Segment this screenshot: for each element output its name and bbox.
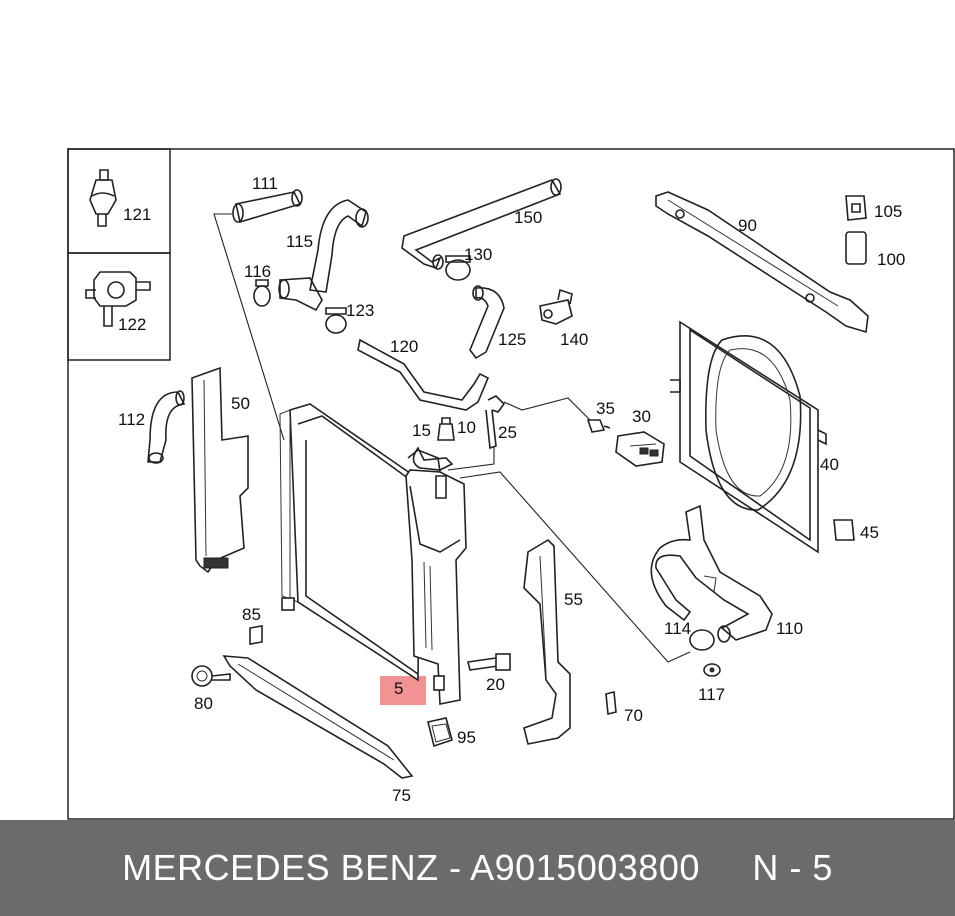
- parts-diagram: 121 122 111 115 116 123 150 130 125 120 …: [67, 148, 955, 820]
- label-150: 150: [514, 208, 542, 227]
- part-70-clip: [605, 690, 617, 716]
- label-125: 125: [498, 330, 526, 349]
- part-130-clamp: [445, 255, 471, 281]
- label-25: 25: [498, 423, 517, 442]
- part-100-pad: [845, 231, 867, 265]
- label-95: 95: [457, 728, 476, 747]
- label-112: 112: [118, 410, 145, 429]
- part-123-clamp: [325, 307, 347, 334]
- part-10-cap: [437, 417, 455, 441]
- label-121: 121: [123, 205, 151, 224]
- part-117-clamp: [703, 663, 721, 677]
- label-15: 15: [412, 421, 431, 440]
- part-5-tank: [405, 449, 467, 705]
- label-40: 40: [820, 455, 839, 474]
- inset-box-122: [67, 252, 171, 361]
- part-120-pipe: [357, 338, 490, 411]
- part-85-clip: [249, 625, 263, 645]
- label-130: 130: [464, 245, 492, 264]
- label-75: 75: [392, 786, 411, 805]
- part-number-banner: MERCEDES BENZ - A9015003800 N - 5: [0, 820, 955, 916]
- label-80: 80: [194, 694, 213, 713]
- label-140: 140: [560, 330, 588, 349]
- label-123: 123: [346, 301, 374, 320]
- label-35: 35: [596, 399, 615, 418]
- part-50-side-shroud: [191, 366, 249, 574]
- part-116-clamp: [253, 279, 271, 307]
- label-10: 10: [457, 418, 476, 437]
- part-105-clip: [845, 195, 867, 221]
- label-111: 111: [252, 174, 278, 193]
- label-120: 120: [390, 337, 418, 356]
- part-80-bolt: [191, 665, 231, 687]
- part-114-clamp: [689, 629, 715, 651]
- label-30: 30: [632, 407, 651, 426]
- part-95-mount: [427, 717, 453, 748]
- inset-box-121: [67, 148, 171, 254]
- label-114: 114: [664, 619, 691, 638]
- label-117: 117: [698, 685, 725, 704]
- label-50: 50: [231, 394, 250, 413]
- part-125-hose: [469, 285, 505, 360]
- leader-25: [447, 446, 495, 471]
- part-122-connector: [85, 271, 151, 327]
- label-70: 70: [624, 706, 643, 725]
- part-45-clip: [833, 519, 855, 541]
- label-122: 122: [118, 315, 146, 334]
- part-112-hose: [147, 390, 186, 464]
- part-75-lower-cover: [222, 655, 414, 779]
- part-121-clamp: [89, 169, 117, 227]
- part-20-sensor: [467, 653, 511, 671]
- label-115: 115: [286, 232, 313, 251]
- label-100: 100: [877, 250, 905, 269]
- part-30-switch: [615, 431, 665, 467]
- leader-111: [213, 213, 285, 441]
- leader-114: [459, 471, 691, 663]
- part-40-fan-shroud: [670, 320, 827, 554]
- part-140-clip: [539, 288, 573, 325]
- label-85: 85: [242, 605, 261, 624]
- label-110: 110: [776, 619, 803, 638]
- part-25-pipe: [485, 395, 591, 450]
- label-5: 5: [394, 679, 403, 698]
- label-116: 116: [244, 262, 271, 281]
- part-55-side-shroud: [523, 538, 571, 745]
- label-55: 55: [564, 590, 583, 609]
- part-90-bracket: [655, 191, 869, 334]
- part-35-sensor: [586, 419, 611, 433]
- label-90: 90: [738, 216, 757, 235]
- part-115-hose: [278, 199, 369, 312]
- part-111-hose: [232, 189, 303, 224]
- label-105: 105: [874, 202, 902, 221]
- part-150-hose: [401, 178, 562, 270]
- part-15-hose: [412, 446, 454, 471]
- part-110-hose: [650, 504, 773, 643]
- label-45: 45: [860, 523, 879, 542]
- diagram-frame: [67, 148, 955, 820]
- part-radiator: [279, 403, 421, 682]
- label-20: 20: [486, 675, 505, 694]
- part-number-text: MERCEDES BENZ - A9015003800 N - 5: [122, 847, 833, 888]
